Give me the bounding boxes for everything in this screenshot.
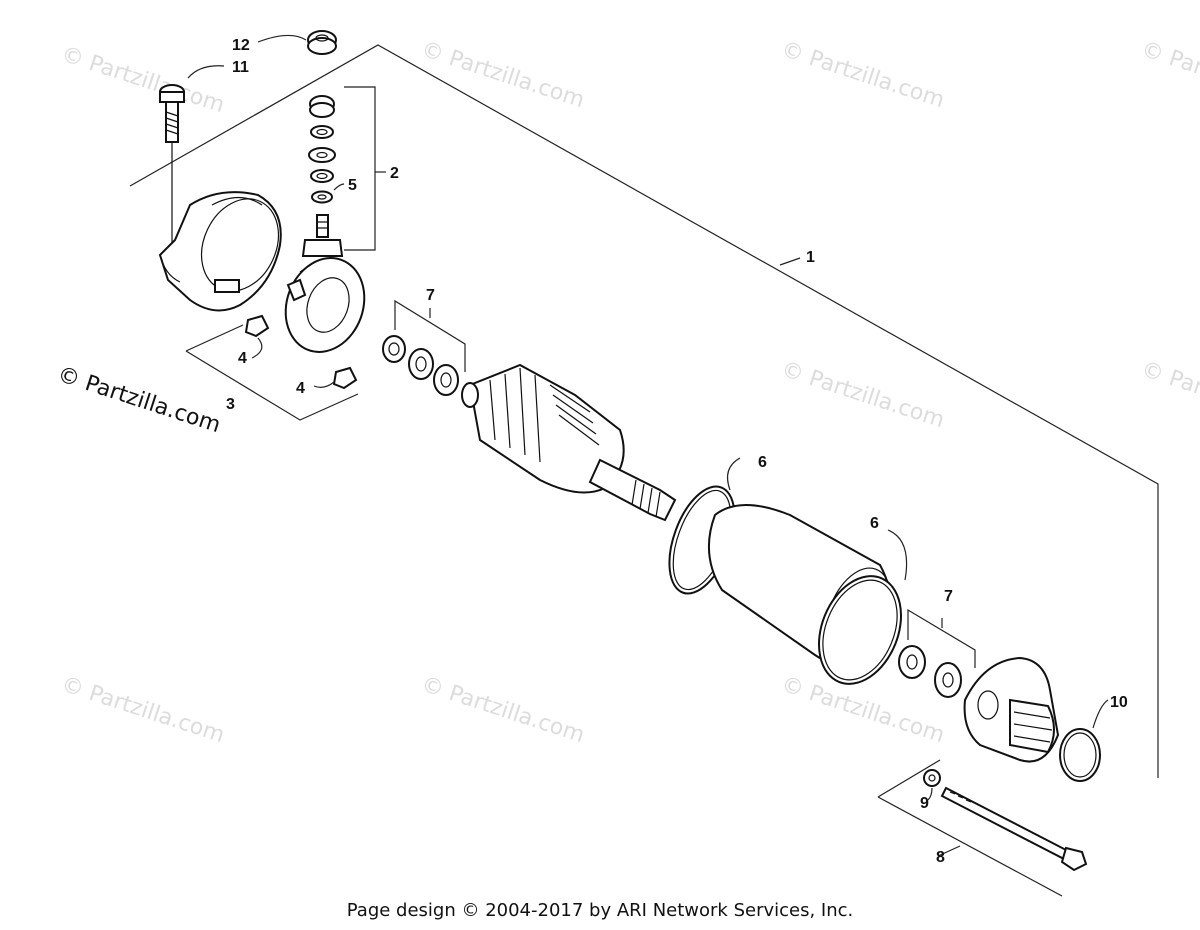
callout-8: 8 (936, 849, 945, 866)
callout-4-right: 4 (296, 380, 305, 397)
callout-4-left: 4 (238, 350, 247, 367)
callout-11: 11 (232, 59, 249, 76)
watermark: © Partzilla.com (1138, 357, 1200, 433)
brush-plate (284, 257, 366, 353)
part-2-terminal-stack (301, 86, 386, 257)
part-6-oring-right (817, 529, 908, 685)
assembly-bracket-1 (129, 44, 1159, 778)
armature (461, 363, 677, 522)
part-9-washer (923, 769, 941, 801)
footer-credit: Page design © 2004-2017 by ARI Network S… (346, 900, 854, 921)
callout-6-left: 6 (758, 454, 767, 471)
watermark-layer: © Partzilla.com © Partzilla.com © Partzi… (58, 37, 1200, 748)
part-7-washers-upper (382, 299, 466, 396)
part-10-oring (1059, 699, 1109, 782)
callout-5: 5 (348, 177, 357, 194)
watermark: © Partzilla.com (778, 357, 947, 433)
callout-9: 9 (920, 795, 929, 812)
rear-cover-housing (158, 191, 282, 312)
part-3-brush-set (185, 314, 359, 421)
part-11-bolt (159, 65, 225, 250)
callout-7-upper: 7 (426, 287, 435, 304)
callout-10: 10 (1110, 694, 1128, 711)
part-12-nut (257, 30, 337, 55)
watermark: © Partzilla.com (778, 672, 947, 748)
part-8-through-bolt (877, 759, 1088, 897)
watermark: © Partzilla.com (1138, 37, 1200, 113)
callout-12: 12 (232, 37, 250, 54)
callout-2: 2 (390, 165, 399, 182)
front-cover (963, 656, 1060, 763)
watermark: © Partzilla.com (778, 37, 947, 113)
watermark: © Partzilla.com (58, 672, 227, 748)
callout-3: 3 (226, 396, 235, 413)
watermark: © Partzilla.com (418, 37, 587, 113)
callout-1: 1 (806, 249, 815, 266)
callout-6-right: 6 (870, 515, 879, 532)
part-7-washers-lower (898, 608, 976, 698)
watermark: © Partzilla.com (418, 672, 587, 748)
watermark: © Partzilla.com (58, 42, 227, 118)
callout-labels: 12 11 2 5 1 7 4 4 3 6 6 7 10 9 8 (226, 37, 1128, 866)
callout-7-lower: 7 (944, 588, 953, 605)
